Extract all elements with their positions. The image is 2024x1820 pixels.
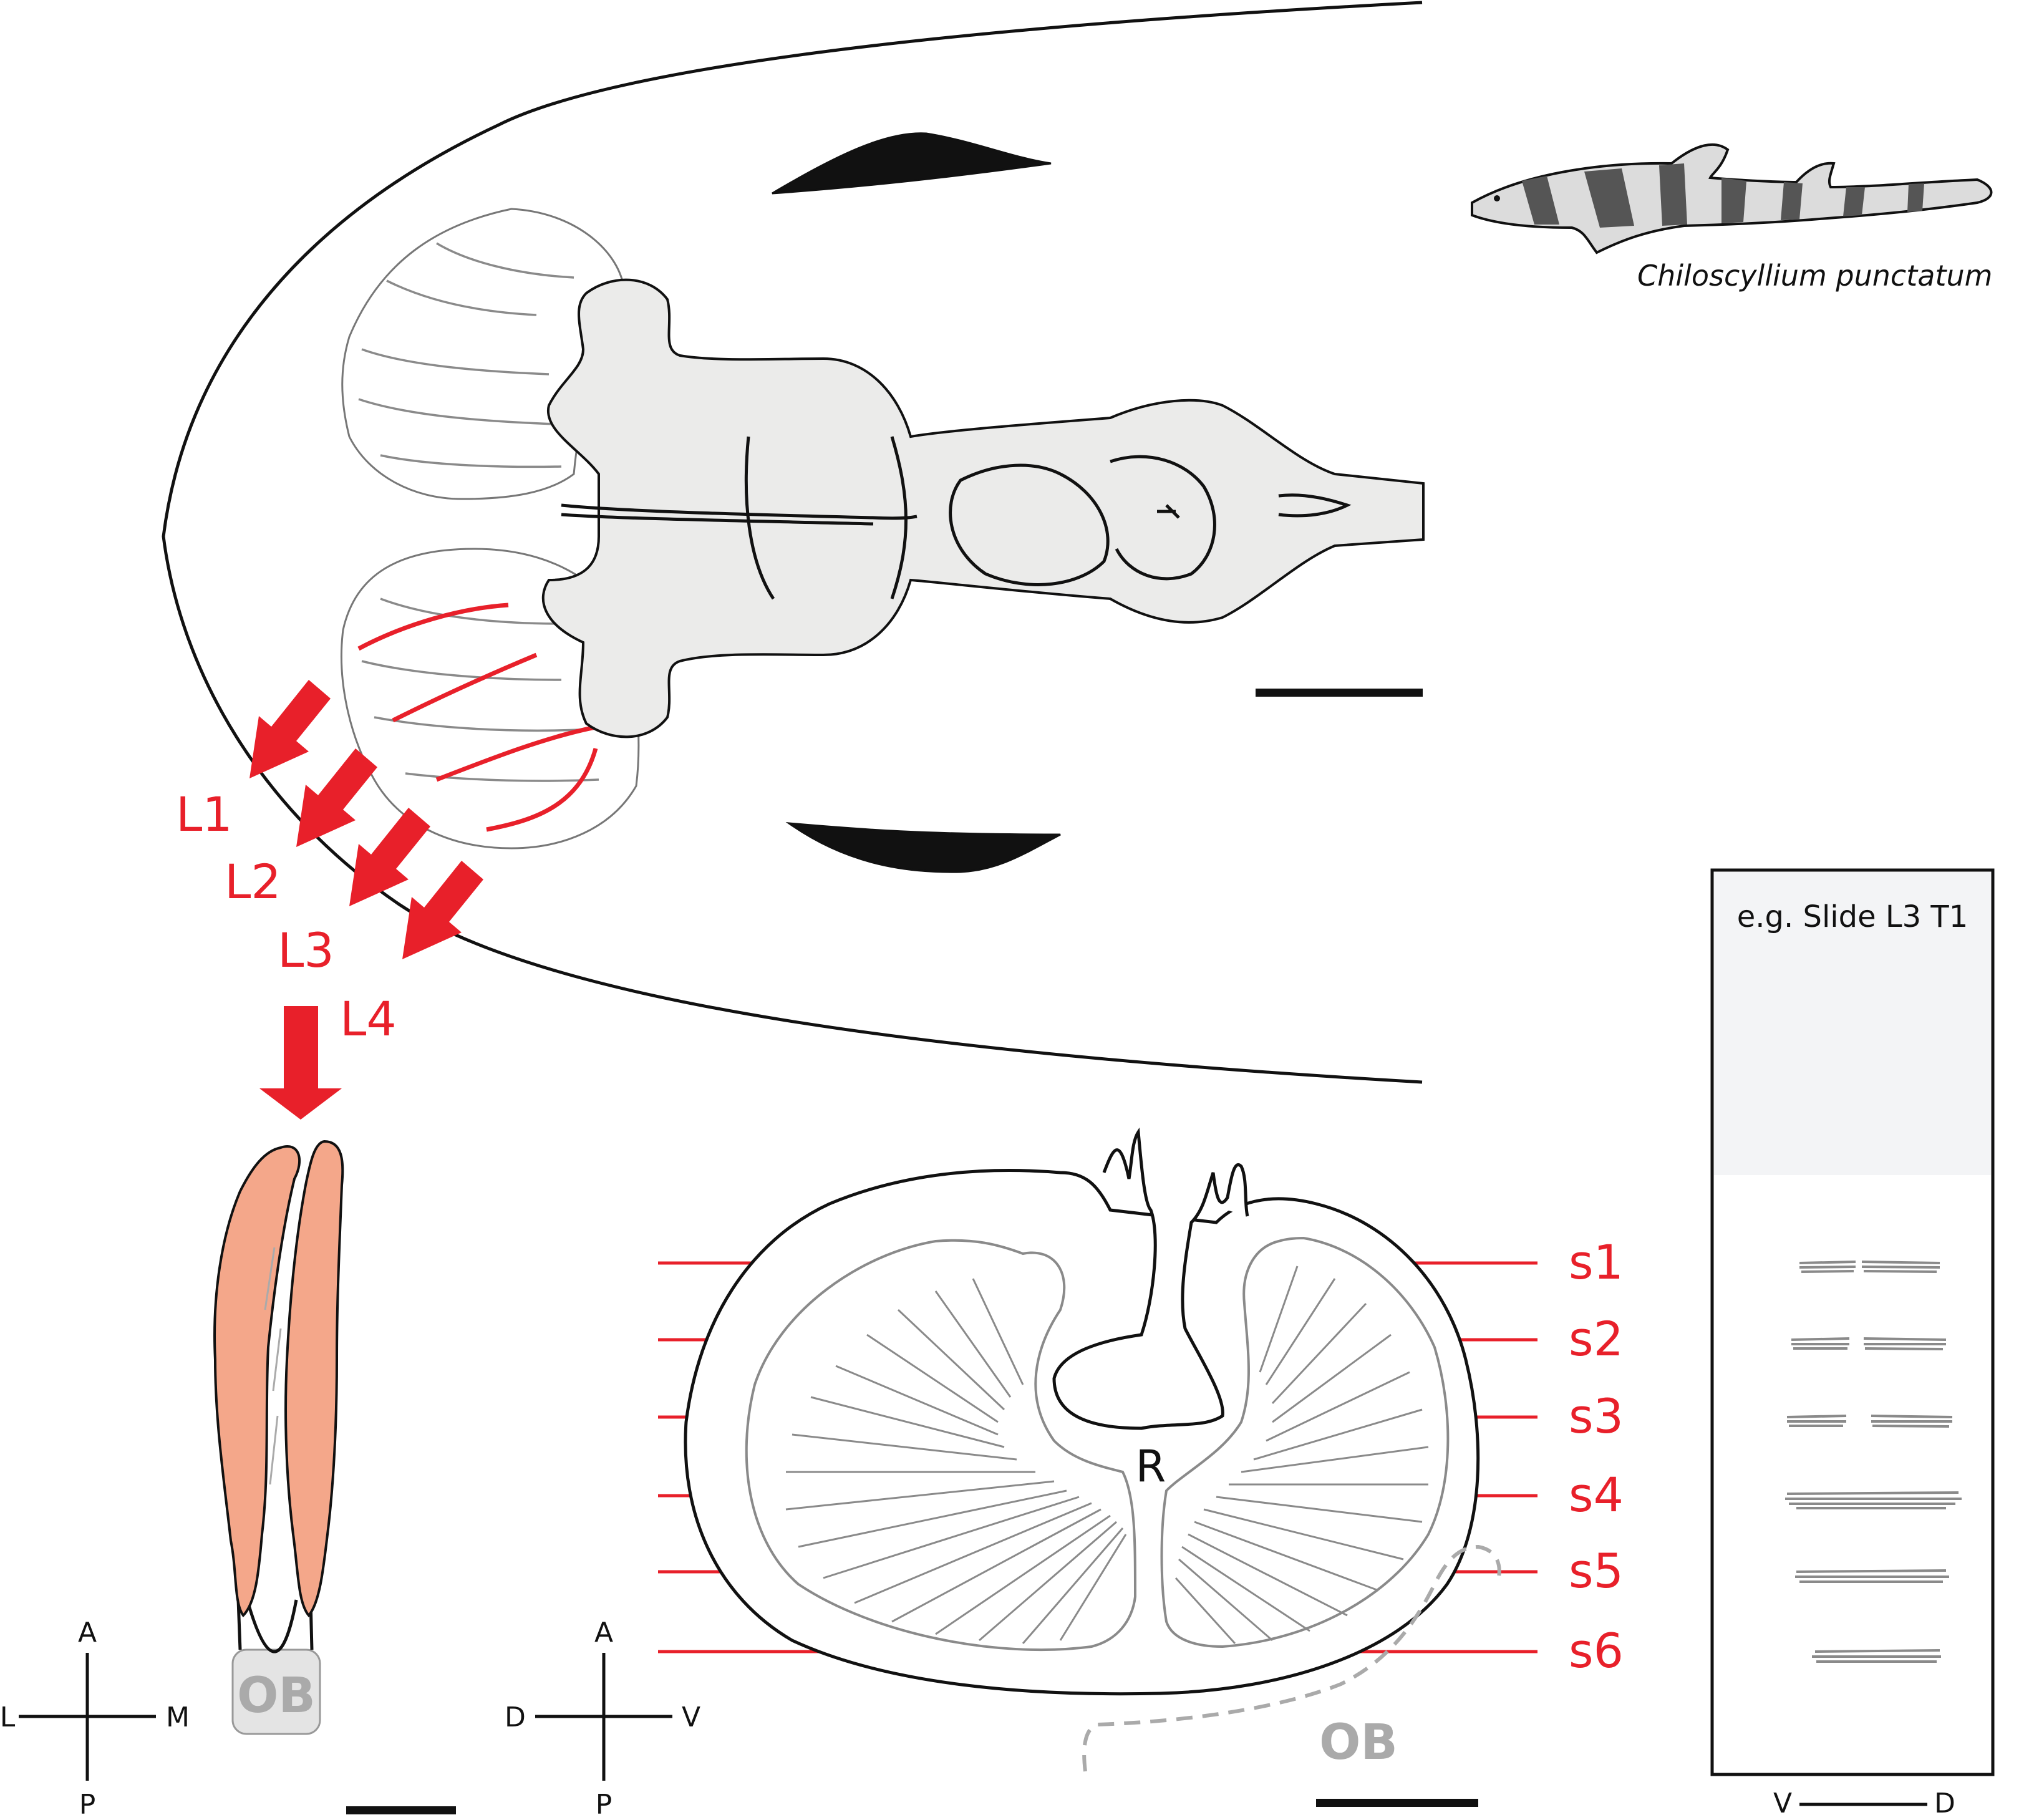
eye-upper <box>772 132 1052 195</box>
label-s4: s4 <box>1569 1467 1624 1522</box>
svg-text:P: P <box>79 1789 96 1820</box>
arrow-L3 <box>349 808 430 906</box>
eye-lower <box>785 822 1061 873</box>
head-outline <box>162 1 1423 1084</box>
lamella-panel: OB <box>213 1140 344 1735</box>
orientation-cross-mid: A P D V <box>505 1617 700 1820</box>
lamella-labels: L1 L2 L3 L4 <box>176 787 397 1047</box>
svg-text:P: P <box>596 1789 613 1820</box>
arrow-L2 <box>296 748 377 847</box>
tissue-row-1 <box>1799 1261 1940 1273</box>
tissue-row-6 <box>1812 1649 1941 1663</box>
section-ob-label: OB <box>1319 1715 1398 1771</box>
cut-line-4 <box>486 748 598 832</box>
shark-icon <box>1471 143 1993 254</box>
scale-bar-lamella <box>346 1806 456 1814</box>
svg-text:A: A <box>594 1617 613 1648</box>
label-s5: s5 <box>1569 1543 1624 1599</box>
arrow-down <box>259 1006 342 1120</box>
tissue-row-2 <box>1791 1337 1947 1350</box>
scale-bar-head <box>1256 689 1423 697</box>
species-name: Chiloscyllium punctatum <box>1637 259 1992 293</box>
section-labels: s1 s2 s3 s4 s5 s6 <box>1569 1234 1624 1678</box>
lamella-ob-label: OB <box>237 1668 316 1724</box>
slide-title: e.g. Slide L3 T1 <box>1737 899 1968 934</box>
svg-text:M: M <box>166 1701 190 1733</box>
label-L4: L4 <box>340 991 397 1047</box>
scale-bar-section <box>1316 1799 1478 1807</box>
arrow-L1 <box>249 680 331 778</box>
orientation-cross-left: A P L M <box>0 1617 190 1820</box>
cut-line-2 <box>392 652 538 723</box>
label-s3: s3 <box>1569 1388 1624 1444</box>
section-ob-outline <box>1082 1544 1501 1772</box>
label-L2: L2 <box>225 854 281 909</box>
label-L1: L1 <box>176 787 233 842</box>
lamella-right <box>284 1140 344 1618</box>
lamella-left <box>213 1145 301 1618</box>
slide-axis-d: D <box>1934 1788 1955 1819</box>
label-s1: s1 <box>1569 1234 1624 1290</box>
svg-text:L: L <box>0 1701 16 1733</box>
slide: e.g. Slide L3 T1 <box>1710 868 1995 1819</box>
tissue-row-4 <box>1785 1491 1962 1509</box>
label-s6: s6 <box>1569 1623 1624 1678</box>
svg-text:A: A <box>78 1617 97 1648</box>
svg-text:D: D <box>505 1701 526 1733</box>
arrow-L4 <box>402 861 483 959</box>
cross-section: R OB <box>658 1127 1537 1772</box>
tissue-row-5 <box>1795 1569 1949 1583</box>
brain <box>541 278 1425 738</box>
label-L3: L3 <box>278 922 334 978</box>
svg-text:V: V <box>682 1701 700 1733</box>
tissue-row-3 <box>1786 1415 1953 1428</box>
raphe-label: R <box>1136 1441 1166 1492</box>
tissue-sections <box>1785 1261 1962 1663</box>
cut-line-1 <box>357 603 509 651</box>
cut-line-3 <box>435 724 599 782</box>
label-s2: s2 <box>1569 1311 1624 1367</box>
slide-axis-v: V <box>1773 1788 1792 1819</box>
slide-label-area <box>1714 872 1991 1175</box>
lamella-arrows <box>249 680 483 959</box>
